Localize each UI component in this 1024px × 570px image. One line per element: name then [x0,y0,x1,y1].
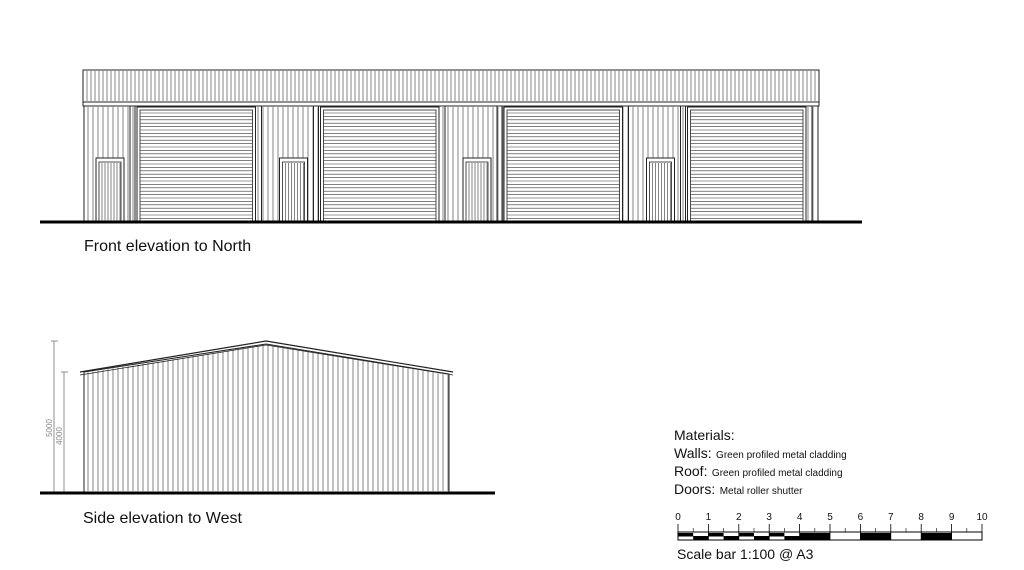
scale-bar-label: 4 [797,512,803,523]
scale-bar-subsegment [738,533,754,537]
scale-bar-subsegment [769,533,785,537]
side-wall [83,343,450,493]
scale-bar-label: 8 [918,512,924,523]
roller-shutter [320,106,440,223]
personnel-door [279,157,308,223]
front-elevation [82,69,820,223]
front-elevation-caption: Front elevation to North [84,238,252,255]
roof-label: Roof: [674,463,708,479]
materials-roof: Roof: Green profiled metal cladding [674,464,843,480]
front-eaves-band [82,101,820,107]
roof-value: Green profiled metal cladding [711,468,843,479]
scale-bar-subsegment [723,536,739,540]
side-roof-edge-inner [79,344,454,376]
scale-bar-label: 2 [736,512,742,523]
front-bay [279,106,446,223]
scale-bar-segment [921,533,952,540]
scale-bar: 0 1 2 3 4 5 6 7 8 9 10 [675,512,988,541]
roller-shutter [136,106,256,223]
personnel-door [462,157,492,223]
personnel-door [95,157,125,223]
side-elevation [51,340,454,493]
side-roof-edge [79,340,454,373]
side-dimensions [51,340,68,492]
doors-label: Doors: [674,481,716,497]
doors-value: Metal roller shutter [719,486,803,497]
materials-doors: Doors: Metal roller shutter [674,482,803,498]
walls-label: Walls: [674,445,712,461]
front-bay [95,106,262,223]
scale-bar-label: 9 [949,512,955,523]
scale-bar-segment [799,533,830,540]
scale-bar-label: 6 [858,512,864,523]
scale-bar-caption: Scale bar 1:100 @ A3 [677,546,814,562]
scale-bar-subsegment [754,536,770,540]
scale-bar-subsegment [708,533,724,537]
side-elevation-caption: Side elevation to West [83,510,242,527]
scale-bar-subsegment [693,536,709,540]
scale-bar-subsegment [784,536,800,540]
scale-bar-label: 7 [888,512,894,523]
side-wall-cladding [87,345,449,491]
scale-bar-label: 5 [827,512,833,523]
scale-bar-label: 1 [706,512,712,523]
front-bays [95,106,813,223]
front-bay [646,106,813,223]
scale-bar-label: 3 [766,512,772,523]
scale-bar-segment [860,533,891,540]
roller-shutter [503,106,623,223]
roller-shutter [687,106,807,223]
scale-bar-subsegment [678,533,694,537]
front-bay [462,106,629,223]
materials-walls: Walls: Green profiled metal cladding [674,446,847,462]
scale-bar-label: 10 [976,512,988,523]
front-roof-ribs [86,71,816,101]
materials-heading: Materials: [674,427,735,443]
dimension-label-4000: 4000 [55,427,64,445]
dimension-label-5000: 5000 [45,419,54,437]
personnel-door [646,157,675,223]
walls-value: Green profiled metal cladding [716,450,847,461]
scale-bar-label: 0 [675,512,681,523]
